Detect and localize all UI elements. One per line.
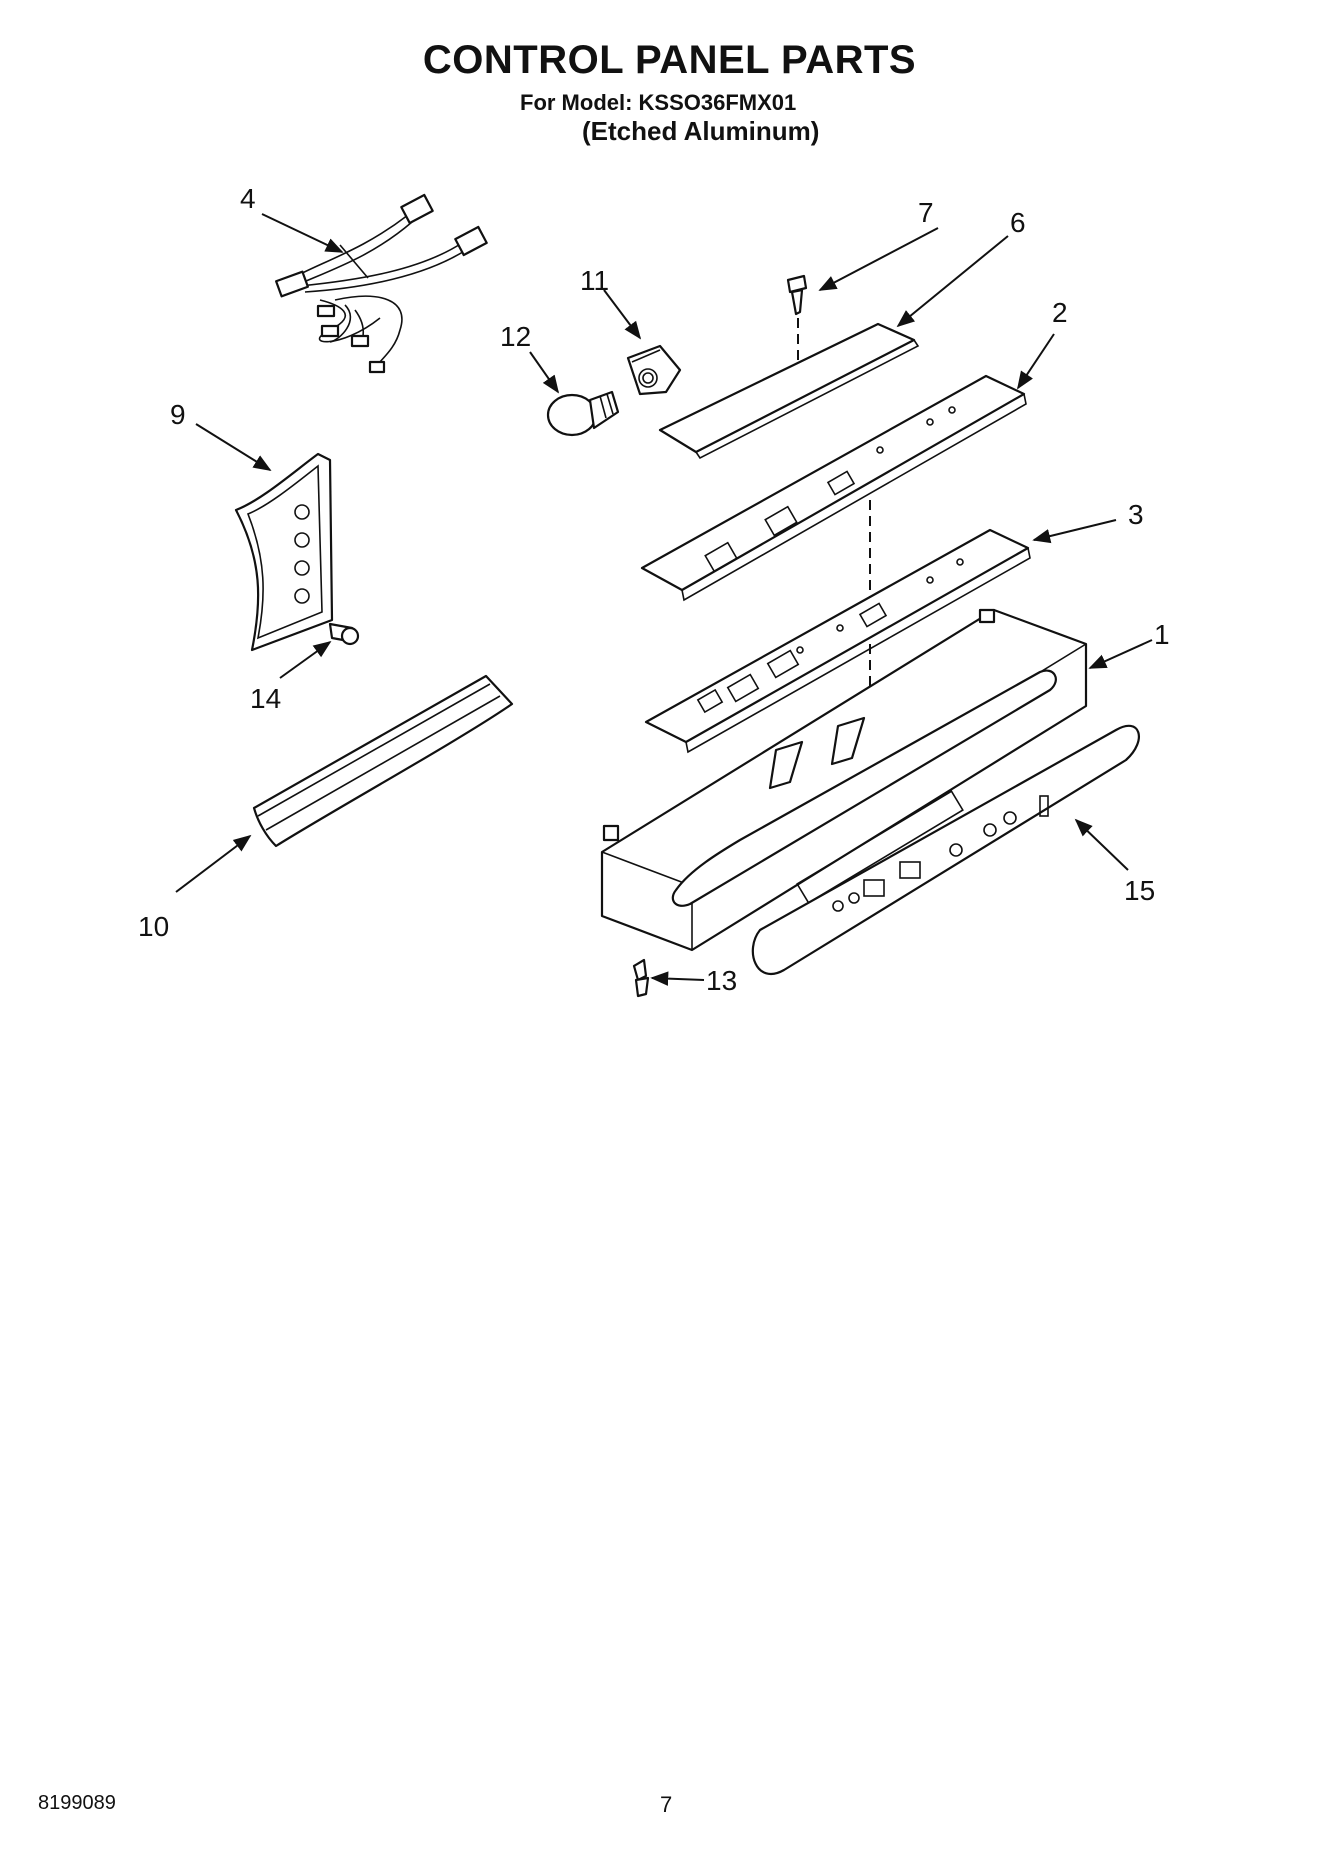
callout-7: 7 — [918, 197, 934, 228]
leader-lines — [175, 213, 1153, 986]
screw-14 — [328, 622, 360, 646]
side-bezel — [234, 452, 334, 652]
document-number: 8199089 — [38, 1792, 116, 1814]
callout-9: 9 — [170, 399, 186, 430]
callout-12: 12 — [500, 321, 531, 352]
front-overlay — [751, 724, 1140, 975]
callout-3: 3 — [1128, 499, 1144, 530]
callout-11: 11 — [580, 265, 609, 296]
callout-14: 14 — [250, 683, 281, 714]
callout-4: 4 — [240, 183, 256, 214]
callout-15: 15 — [1124, 875, 1155, 906]
page-title: CONTROL PANEL PARTS — [422, 38, 917, 82]
screw-7 — [786, 274, 808, 362]
interface-board — [644, 528, 1031, 754]
light-bulb — [546, 390, 620, 437]
lamp-socket — [626, 344, 682, 396]
callout-10: 10 — [138, 911, 169, 942]
trim-channel — [252, 674, 514, 848]
screw-13 — [632, 958, 650, 998]
callout-1: 1 — [1154, 619, 1170, 650]
callout-2: 2 — [1052, 297, 1068, 328]
control-housing — [600, 608, 1088, 952]
page-number: 7 — [660, 1792, 673, 1817]
model-line: For Model: KSSO36FMX01 — [520, 90, 797, 115]
shield-plate — [658, 322, 920, 460]
control-board — [640, 374, 1027, 728]
callout-6: 6 — [1010, 207, 1026, 238]
callout-13: 13 — [706, 965, 737, 996]
wire-harness — [275, 193, 488, 374]
variant-line: (Etched Aluminum) — [582, 116, 820, 146]
